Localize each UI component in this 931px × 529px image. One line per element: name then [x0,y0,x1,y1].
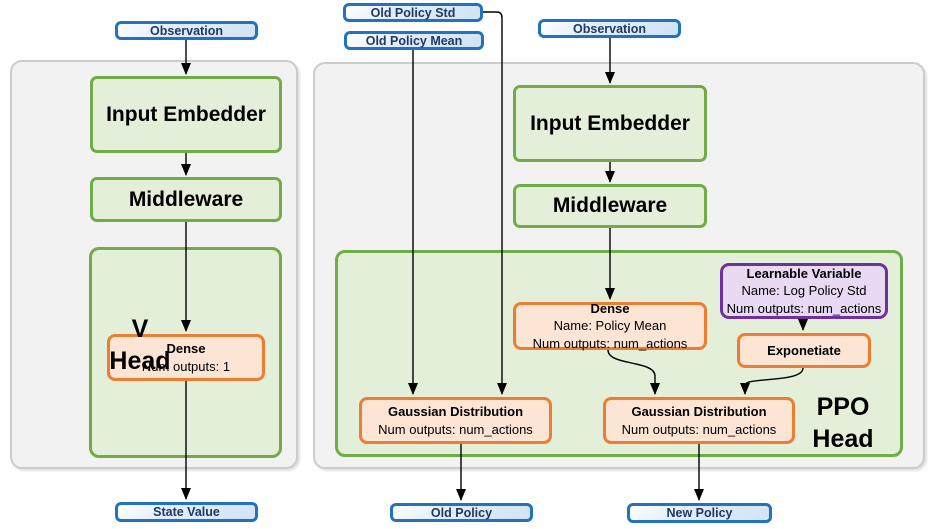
gaussian-new-outputs: Num outputs: num_actions [621,421,777,437]
learnable-outputs: Num outputs: num_actions [726,300,882,316]
learnable-name: Name: Log Policy Std [741,283,867,299]
input-embedder-box-v: Input Embedder [90,76,282,153]
exponentiate-label: Exponetiate [767,342,841,358]
gaussian-old-title: Gaussian Distribution [387,404,524,420]
learnable-title: Learnable Variable [746,266,862,282]
dense-title-ppo: Dense [590,301,630,317]
old-policy-output: Old Policy [390,503,533,522]
gaussian-distribution-old-box: Gaussian Distribution Num outputs: num_a… [359,397,552,444]
new-policy-output: New Policy [627,503,772,523]
gaussian-old-outputs: Num outputs: num_actions [378,421,533,437]
dense-box-v: Dense Num outputs: 1 [107,334,265,381]
observation-input-v: Observation [115,21,258,40]
old-policy-std-input: Old Policy Std [343,3,483,22]
observation-input-ppo: Observation [538,19,681,38]
dense-title-v: Dense [166,341,206,357]
v-head-label: V Head [109,315,171,375]
learnable-variable-box: Learnable Variable Name: Log Policy Std … [720,263,888,319]
dense-outputs-v: Num outputs: 1 [141,358,231,374]
old-policy-mean-input: Old Policy Mean [344,31,484,50]
gaussian-new-title: Gaussian Distribution [631,404,767,420]
dense-policy-mean-box: Dense Name: Policy Mean Num outputs: num… [513,301,707,351]
gaussian-distribution-new-box: Gaussian Distribution Num outputs: num_a… [603,397,795,444]
ppo-head-label: PPO Head [812,393,874,453]
exponentiate-box: Exponetiate [737,333,871,368]
dense-outputs-ppo: Num outputs: num_actions [532,335,688,351]
dense-name-ppo: Name: Policy Mean [553,318,667,334]
state-value-output: State Value [115,502,258,522]
middleware-box-v: Middleware [90,177,282,222]
middleware-box-ppo: Middleware [513,184,707,228]
input-embedder-box-ppo: Input Embedder [513,85,707,162]
